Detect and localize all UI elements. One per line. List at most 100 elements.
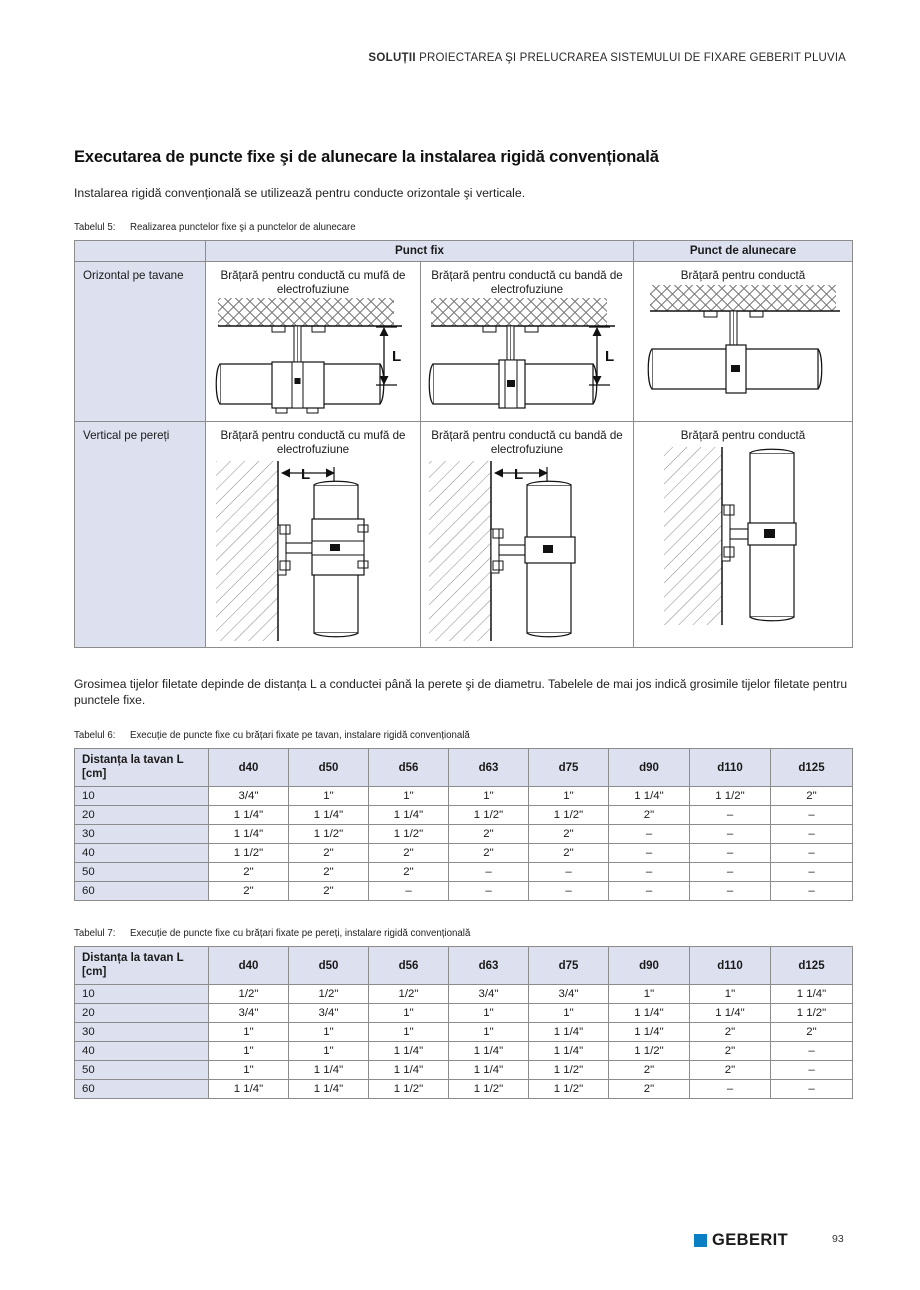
table6-cell: – <box>770 862 853 883</box>
table-fixed-and-sliding-points: Punct fix Punct de alunecare Orizontal p… <box>74 240 853 648</box>
table7-cell: 1 1/4" <box>528 1041 609 1062</box>
table6-cell: – <box>608 843 690 864</box>
table7-cell: 1 1/2" <box>368 1079 449 1100</box>
table7-cell: 1 1/4" <box>368 1041 449 1062</box>
table-row: 40 1" 1" 1 1/4" 1 1/4" 1 1/4" 1 1/2" 2" … <box>74 1041 853 1062</box>
table-row: 30 1" 1" 1" 1" 1 1/4" 1 1/4" 2" 2" <box>74 1022 853 1043</box>
table-row: 20 3/4" 3/4" 1" 1" 1" 1 1/4" 1 1/4" 1 1/… <box>74 1003 853 1024</box>
body-paragraph: Grosimea tijelor filetate depinde de dis… <box>74 677 848 708</box>
diagram-vertical-fixed-band: L <box>421 457 633 647</box>
table7-cell: 1" <box>689 984 771 1005</box>
table6-cell: – <box>770 843 853 864</box>
table6-cell: 2" <box>448 843 529 864</box>
table7-col-d110: d110 <box>689 945 771 986</box>
table7-row-header: 30 <box>74 1022 209 1043</box>
table7-cell: – <box>770 1079 853 1100</box>
table7-cell: 1 1/2" <box>528 1079 609 1100</box>
table6-cell: – <box>608 862 690 883</box>
table6-cell: 2" <box>288 843 369 864</box>
dimension-label-L: L <box>301 466 310 483</box>
table-ceiling-fixed-points: Distanța la tavan L [cm] d40 d50 d56 d63… <box>74 747 853 902</box>
table5-cell-vertical-sleeve: Brățară pentru conductă cu mufă de elect… <box>205 421 421 648</box>
table6-cell: – <box>608 824 690 845</box>
table6-cell: – <box>770 881 853 902</box>
page-title: Executarea de puncte fixe şi de alunecar… <box>74 148 659 166</box>
table7-caption: Tabelul 7:Execuție de puncte fixe cu bră… <box>74 928 470 939</box>
table6-caption-number: Tabelul 6: <box>74 730 116 741</box>
table5-caption-number: Tabelul 5: <box>74 222 116 233</box>
table6-cell: 1 1/4" <box>368 805 449 826</box>
table7-col-d75: d75 <box>528 945 609 986</box>
table5-cell-caption: Brățară pentru conductă cu bandă de elec… <box>431 269 623 296</box>
table5-cell-horizontal-band: Brățară pentru conductă cu bandă de elec… <box>420 260 634 423</box>
table7-row-header: 50 <box>74 1060 209 1081</box>
table7-cell: 2" <box>689 1022 771 1043</box>
table5-cell-caption: Brățară pentru conductă cu bandă de elec… <box>431 429 623 457</box>
table6-col-d110: d110 <box>689 747 771 788</box>
table6-col-d75: d75 <box>528 747 609 788</box>
running-header-section: SOLUȚII <box>368 52 416 64</box>
table6-row-header: 10 <box>74 786 209 807</box>
table7-row-header: 60 <box>74 1079 209 1100</box>
diagram-vertical-fixed-sleeve: L <box>206 457 420 647</box>
table5-cell-caption: Brățară pentru conductă <box>680 429 806 443</box>
table6-row-header: 60 <box>74 881 209 902</box>
table7-cell: 2" <box>608 1079 690 1100</box>
table-row: Orizontal pe tavane Brățară pentru condu… <box>74 260 853 423</box>
table7-cell: – <box>689 1079 771 1100</box>
table6-cell: – <box>689 862 771 883</box>
table6-col-d56: d56 <box>368 747 449 788</box>
table6-cell: – <box>528 862 609 883</box>
table5-cell-vertical-band: Brățară pentru conductă cu bandă de elec… <box>420 421 634 648</box>
table7-cell: 1" <box>368 1022 449 1043</box>
table5-cell-caption: Brățară pentru conductă <box>680 269 806 282</box>
table7-cell: – <box>770 1060 853 1081</box>
table6-caption-text: Execuție de puncte fixe cu brățari fixat… <box>130 730 470 741</box>
table6-cell: 2" <box>770 786 853 807</box>
table6-cell: 2" <box>368 843 449 864</box>
table5-rowlabel-vertical: Vertical pe pereți <box>74 421 206 648</box>
diagram-horizontal-fixed-band: L <box>421 296 633 421</box>
table6-cell: 1 1/4" <box>208 824 289 845</box>
table6-cell: – <box>770 824 853 845</box>
table7-cell: 1 1/4" <box>770 984 853 1005</box>
table7-cell: 1 1/2" <box>608 1041 690 1062</box>
table7-cell: 2" <box>608 1060 690 1081</box>
table6-cell: – <box>528 881 609 902</box>
dimension-label-L: L <box>514 466 523 483</box>
table7-cell: 1 1/4" <box>448 1041 529 1062</box>
table7-cell: 1" <box>448 1003 529 1024</box>
table6-cell: – <box>368 881 449 902</box>
table7-cell: 1 1/4" <box>608 1022 690 1043</box>
table6-cell: – <box>608 881 690 902</box>
table7-row-header: 10 <box>74 984 209 1005</box>
table6-cell: 2" <box>288 862 369 883</box>
running-header-title: PROIECTAREA ŞI PRELUCRAREA SISTEMULUI DE… <box>419 52 846 64</box>
table7-col-d50: d50 <box>288 945 369 986</box>
table7-caption-text: Execuție de puncte fixe cu brățari fixat… <box>130 928 471 939</box>
dimension-label-L: L <box>605 348 614 365</box>
table6-cell: 2" <box>368 862 449 883</box>
dimension-label-L: L <box>392 348 401 365</box>
table6-row-header: 20 <box>74 805 209 826</box>
diagram-horizontal-sliding <box>634 283 852 408</box>
table7-cell: 1 1/4" <box>528 1022 609 1043</box>
table6-cell: 1" <box>288 786 369 807</box>
table6-cell: – <box>689 805 771 826</box>
table7-cell: 3/4" <box>208 1003 289 1024</box>
table6-cell: 1 1/2" <box>208 843 289 864</box>
table7-col-d40: d40 <box>208 945 289 986</box>
table5-cell-caption: Brățară pentru conductă cu mufă de elect… <box>220 269 406 296</box>
diagram-horizontal-fixed-sleeve: L <box>206 296 420 421</box>
table7-cell: 1" <box>208 1041 289 1062</box>
table-row: 50 1" 1 1/4" 1 1/4" 1 1/4" 1 1/2" 2" 2" … <box>74 1060 853 1081</box>
page-number: 93 <box>832 1233 844 1245</box>
table6-cell: – <box>689 843 771 864</box>
table6-row-header: 40 <box>74 843 209 864</box>
geberit-logo: GEBERIT <box>694 1231 788 1250</box>
table6-cell: – <box>448 881 529 902</box>
table6-row-header: 30 <box>74 824 209 845</box>
table6-cell: 2" <box>288 881 369 902</box>
table-header-row: Distanța la tavan L [cm] d40 d50 d56 d63… <box>74 747 853 788</box>
table6-cell: 2" <box>208 862 289 883</box>
